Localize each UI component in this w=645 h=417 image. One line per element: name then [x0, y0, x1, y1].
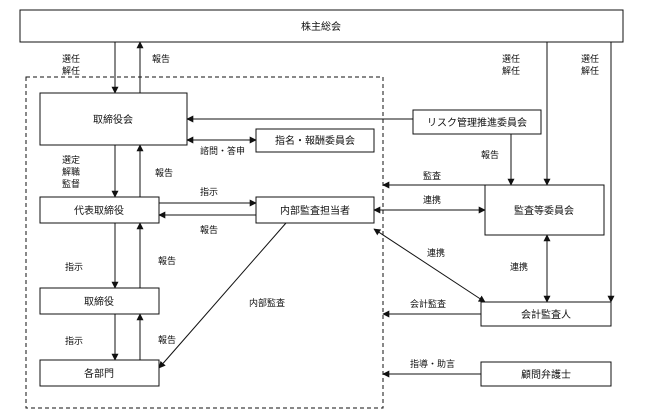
arrow-audit-manager-accounting-auditor	[373, 228, 486, 303]
label-instruct-rep-director: 指示	[65, 261, 83, 273]
internal-audit-manager-box[interactable]: 内部監査担当者	[255, 196, 375, 224]
accounting-auditor-text: 会計監査人	[521, 308, 571, 321]
label-coordination-1: 連携	[423, 194, 441, 206]
label-report-dept-director: 報告	[158, 334, 176, 346]
director-text: 取締役	[84, 295, 114, 308]
board-of-directors-text: 取締役会	[93, 113, 133, 126]
risk-committee-box[interactable]: リスク管理推進委員会	[412, 109, 542, 135]
label-internal-audit: 内部監査	[249, 297, 285, 309]
label-audit: 監査	[423, 170, 441, 182]
nomination-committee-box[interactable]: 指名・報酬委員会	[255, 128, 375, 153]
label-guidance-advice: 指導・助言	[410, 358, 455, 370]
audit-committee-box[interactable]: 監査等委員会	[484, 184, 605, 236]
risk-committee-text: リスク管理推進委員会	[427, 116, 527, 129]
company-boundary	[25, 76, 384, 409]
label-elect-1b: 解任	[62, 65, 80, 77]
shareholders-meeting-text: 株主総会	[301, 20, 341, 33]
label-appoint-a: 選定	[62, 154, 80, 166]
label-appoint-b: 解職	[62, 166, 80, 178]
label-elect-2b: 解任	[502, 65, 520, 77]
label-elect-1a: 選任	[62, 53, 80, 65]
label-coordination-2: 連携	[427, 247, 445, 259]
label-elect-2a: 選任	[502, 53, 520, 65]
departments-text: 各部門	[84, 367, 114, 380]
internal-audit-manager-text: 内部監査担当者	[280, 204, 350, 217]
nomination-committee-text: 指名・報酬委員会	[275, 134, 355, 147]
label-coordination-3: 連携	[510, 261, 528, 273]
label-report-audit-rep: 報告	[200, 224, 218, 236]
accounting-auditor-box[interactable]: 会計監査人	[480, 301, 612, 327]
label-appoint-c: 監督	[62, 178, 80, 190]
label-report-risk: 報告	[481, 149, 499, 161]
label-report-director-rep: 報告	[158, 255, 176, 267]
board-of-directors-box[interactable]: 取締役会	[39, 92, 188, 146]
representative-director-box[interactable]: 代表取締役	[39, 196, 160, 224]
shareholders-meeting-box[interactable]: 株主総会	[19, 9, 624, 43]
label-report-top: 報告	[152, 53, 170, 65]
label-elect-3b: 解任	[581, 65, 599, 77]
label-consult-reply: 諮問・答申	[200, 145, 245, 157]
arrow-internal-audit-to-departments	[158, 222, 287, 369]
label-instruct-rep-audit: 指示	[200, 186, 218, 198]
director-box[interactable]: 取締役	[39, 287, 160, 315]
label-elect-3a: 選任	[581, 53, 599, 65]
departments-box[interactable]: 各部門	[39, 359, 160, 387]
label-report-rep-board: 報告	[155, 167, 173, 179]
representative-director-text: 代表取締役	[74, 204, 124, 217]
audit-committee-text: 監査等委員会	[514, 204, 574, 217]
label-accounting-audit: 会計監査	[410, 298, 446, 310]
label-instruct-director-dept: 指示	[65, 335, 83, 347]
legal-advisor-text: 顧問弁護士	[521, 368, 571, 381]
legal-advisor-box[interactable]: 顧問弁護士	[480, 361, 612, 387]
